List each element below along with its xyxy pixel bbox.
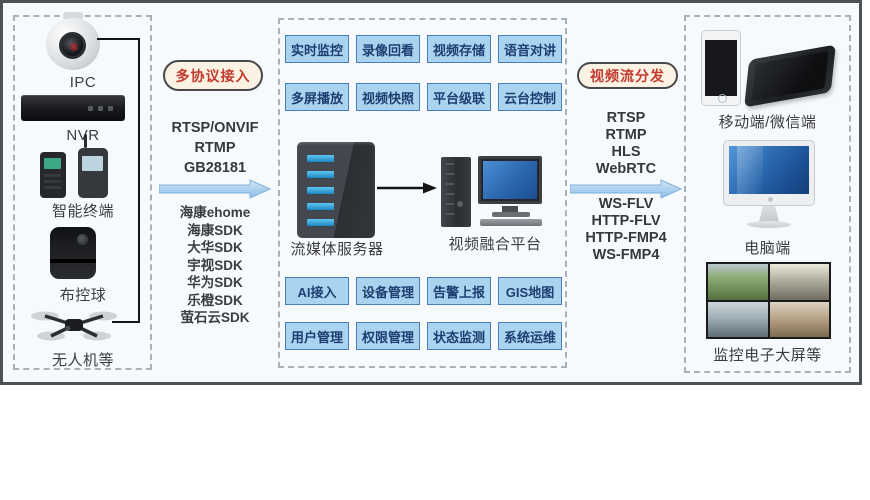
feature-box-multi-screen: 多屏播放 [285,83,349,111]
smartphone-icon [701,30,741,106]
protocol-hls: HLS [611,144,641,160]
feature-box-system-ops: 系统运维 [498,322,562,350]
drone-icon [31,311,117,341]
feature-box-alarm-report: 告警上报 [427,277,491,305]
feature-box-status-monitor: 状态监测 [427,322,491,350]
device-label-terminal: 智能终端 [51,203,114,220]
fusion-platform-label: 视频融合平台 [448,236,542,253]
device-label-ball: 布控球 [59,287,107,304]
feature-box-user-mgmt: 用户管理 [285,322,349,350]
handheld-terminal-icon [40,152,66,198]
protocol-ws-flv: WS-FLV [598,196,654,212]
sdk-hikvision-ehome: 海康ehome [179,205,251,220]
nvr-recorder-icon [21,95,125,121]
sdk-huawei: 华为SDK [187,275,243,290]
device-label-nvr: NVR [66,127,100,144]
feature-box-cascade: 平台级联 [427,83,491,111]
sdk-hikvision: 海康SDK [187,222,243,238]
protocol-rtsp: RTSP [606,110,646,126]
client-label-bigscreen: 监控电子大屏等 [713,347,822,364]
device-label-drone: 无人机等 [51,352,114,369]
stream-distribution-badge: 视频流分发 [577,62,678,89]
protocol-rtsp-onvif: RTSP/ONVIF [171,120,259,136]
video-wall-cell [708,264,768,300]
video-wall-cell [708,301,768,337]
platform-monitor-icon [478,156,542,204]
feature-box-ptz-control: 云台控制 [498,83,562,111]
desktop-computer-icon [723,140,815,206]
client-label-pc: 电脑端 [744,240,791,257]
sdk-ezviz: 萤石云SDK [180,310,250,325]
sdk-list: 海康ehome 海康SDK 大华SDK 宇视SDK 华为SDK 乐橙SDK 萤石… [157,204,273,327]
feature-box-snapshot: 视频快照 [356,83,420,111]
feature-box-gis-map: GIS地图 [498,277,562,305]
video-wall-cell [769,264,829,300]
protocol-http-fmp4: HTTP-FMP4 [585,230,667,246]
device-label-ipc: IPC [69,74,97,91]
bracket-line-bottom [112,321,140,323]
ingress-protocol-list: RTSP/ONVIF RTMP GB28181 [157,118,273,178]
platform-keyboard-icon [480,219,542,226]
server-to-platform-arrow-icon [377,182,437,194]
platform-group-panel [278,18,567,368]
egress-protocol-list-top: RTSP RTMP HLS WebRTC [570,110,682,178]
protocol-webrtc: WebRTC [595,161,657,177]
bracket-line-top [97,38,140,40]
media-server-icon [297,142,375,238]
egress-protocol-list-bottom: WS-FLV HTTP-FLV HTTP-FMP4 WS-FMP4 [570,196,682,264]
feature-box-playback: 录像回看 [356,35,420,63]
protocol-http-flv: HTTP-FLV [591,213,661,229]
protocol-rtmp-out: RTMP [605,127,647,143]
feature-box-live-monitor: 实时监控 [285,35,349,63]
sdk-uniview: 宇视SDK [187,257,243,273]
feature-box-device-mgmt: 设备管理 [356,277,420,305]
platform-monitor-base [492,212,530,217]
video-wall-cell [769,301,829,337]
desktop-stand [759,206,779,222]
feature-box-video-storage: 视频存储 [427,35,491,63]
protocol-gb28181: GB28181 [183,160,247,176]
video-wall-icon [706,262,831,339]
media-server-label: 流媒体服务器 [290,241,384,258]
sdk-dahua: 大华SDK [187,240,243,255]
platform-monitor-stand [502,206,518,212]
feature-box-ai-access: AI接入 [285,277,349,305]
protocol-rtmp: RTMP [194,140,236,156]
ingress-arrow-icon [159,179,271,199]
multi-protocol-access-badge: 多协议接入 [163,60,263,91]
dome-camera-icon [46,12,100,72]
feature-box-voice-intercom: 语音对讲 [498,35,562,63]
handheld-terminal-icon [78,134,108,198]
bracket-line-vertical [138,38,140,323]
platform-tower-icon [441,157,471,227]
body-camera-icon [50,227,96,279]
egress-arrow-icon [570,179,682,199]
client-label-mobile: 移动端/微信端 [718,114,817,131]
sdk-lechange: 乐橙SDK [187,292,243,308]
protocol-ws-fmp4: WS-FMP4 [592,247,660,263]
feature-box-permission-mgmt: 权限管理 [356,322,420,350]
desktop-base [747,221,791,228]
clients-group-panel [684,15,851,373]
